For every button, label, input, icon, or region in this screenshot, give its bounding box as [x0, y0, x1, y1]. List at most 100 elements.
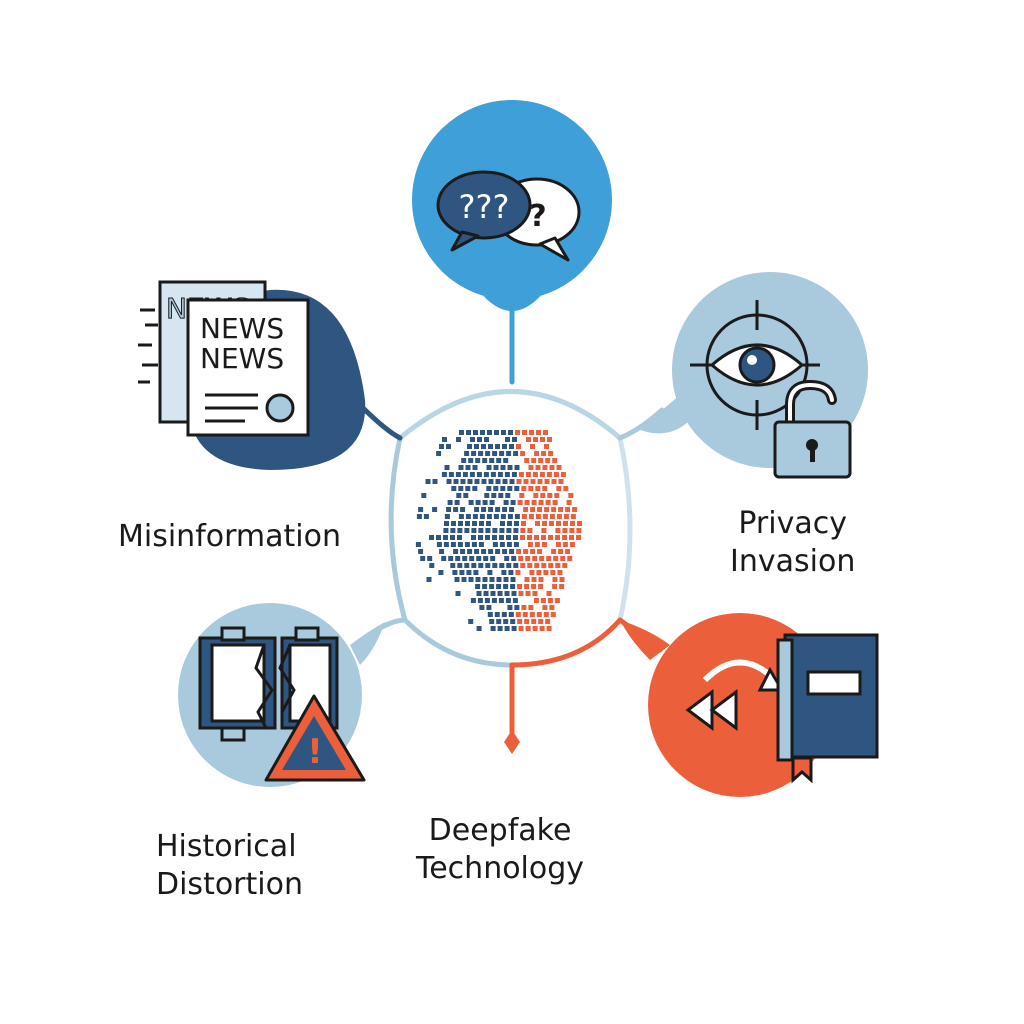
face-pixel: [429, 563, 435, 568]
face-pixel: [524, 619, 530, 624]
face-pixel: [446, 479, 452, 484]
face-pixel: [464, 528, 470, 533]
privacy-node-tail: [640, 395, 690, 434]
face-pixel: [486, 486, 492, 491]
face-pixel: [528, 486, 534, 491]
face-pixel: [497, 591, 503, 596]
face-pixel: [508, 430, 513, 435]
face-pixel: [453, 507, 459, 512]
face-pixel: [474, 507, 480, 512]
face-pixel: [534, 563, 540, 568]
face-pixel: [518, 591, 524, 596]
face-pixel: [479, 521, 484, 526]
face-pixel: [513, 451, 519, 456]
face-pixel: [542, 514, 548, 519]
face-pixel: [493, 486, 499, 491]
face-pixel: [467, 444, 472, 449]
face-pixel: [488, 549, 494, 554]
face-pixel: [483, 556, 489, 561]
ring-arc-top: [397, 389, 623, 441]
face-pixel: [509, 444, 514, 449]
face-pixel: [488, 507, 494, 512]
face-pixel: [432, 479, 438, 484]
face-pixel: [516, 549, 522, 554]
face-pixel: [528, 514, 534, 519]
face-pixel: [538, 584, 544, 589]
face-pixel: [503, 584, 509, 589]
face-pixel: [536, 570, 542, 575]
face-pixel: [514, 521, 519, 526]
face-pixel: [473, 570, 479, 575]
face-pixel: [465, 465, 471, 470]
face-pixel: [506, 542, 512, 547]
ring-arc-left: [388, 435, 408, 623]
face-pixel: [532, 556, 538, 561]
face-pixel: [478, 528, 484, 533]
face-pixel: [504, 626, 510, 631]
face-pixel: [523, 549, 529, 554]
face-pixel: [499, 451, 505, 456]
face-pixel: [450, 563, 456, 568]
face-pixel: [544, 444, 549, 449]
face-pixel: [455, 556, 461, 561]
face-pixel: [549, 521, 554, 526]
privacy-invasion-label: Privacy Invasion: [730, 505, 855, 581]
face-pixel: [529, 570, 535, 575]
face-pixel: [495, 479, 501, 484]
face-pixel: [543, 430, 548, 435]
face-pixel: [492, 535, 497, 540]
face-pixel: [521, 521, 526, 526]
face-pixel: [555, 542, 561, 547]
face-pixel: [509, 549, 515, 554]
face-pixel: [538, 577, 544, 582]
face-pixel: [552, 577, 558, 582]
face-pixel: [507, 605, 513, 610]
face-pixel: [498, 493, 504, 498]
face-pixel: [566, 500, 572, 505]
face-pixel: [562, 563, 568, 568]
face-pixel: [462, 472, 468, 477]
face-pixel: [502, 479, 508, 484]
face-pixel: [546, 626, 552, 631]
face-pixel: [471, 563, 477, 568]
face-pixel: [459, 570, 465, 575]
face-pixel: [456, 493, 462, 498]
face-pixel: [536, 430, 541, 435]
face-pixel: [500, 486, 506, 491]
historical-label-line2: Distortion: [156, 867, 303, 902]
face-pixel: [502, 507, 508, 512]
face-pixel: [525, 591, 531, 596]
face-pixel: [472, 514, 478, 519]
face-pixel: [549, 465, 555, 470]
face-pixel: [533, 493, 539, 498]
face-pixel: [416, 514, 422, 519]
face-pixel: [503, 619, 509, 624]
face-pixel: [562, 528, 568, 533]
face-pixel: [500, 521, 505, 526]
misinformation-node: NEWS NEWS NEWS: [138, 280, 366, 470]
face-pixel: [524, 500, 530, 505]
face-pixel: [501, 430, 506, 435]
face-pixel: [520, 535, 525, 540]
face-pixel: [446, 507, 452, 512]
face-pixel: [529, 430, 534, 435]
face-pixel: [545, 500, 551, 505]
face-pixel: [524, 584, 530, 589]
face-pixel: [565, 549, 571, 554]
face-pixel: [486, 521, 491, 526]
face-pixel: [490, 591, 496, 596]
face-pixel: [515, 430, 520, 435]
face-pixel: [549, 605, 555, 610]
face-pixel: [563, 521, 568, 526]
face-pixel: [492, 528, 498, 533]
face-pixel: [488, 444, 493, 449]
rewind-icon: [685, 659, 785, 731]
face-pixel: [496, 458, 502, 463]
warning-icon: !: [264, 694, 366, 782]
face-pixel: [516, 479, 522, 484]
face-pixel: [510, 619, 516, 624]
face-pixel: [552, 500, 558, 505]
privacy-label-line1: Privacy: [738, 506, 847, 541]
face-pixel: [464, 451, 470, 456]
